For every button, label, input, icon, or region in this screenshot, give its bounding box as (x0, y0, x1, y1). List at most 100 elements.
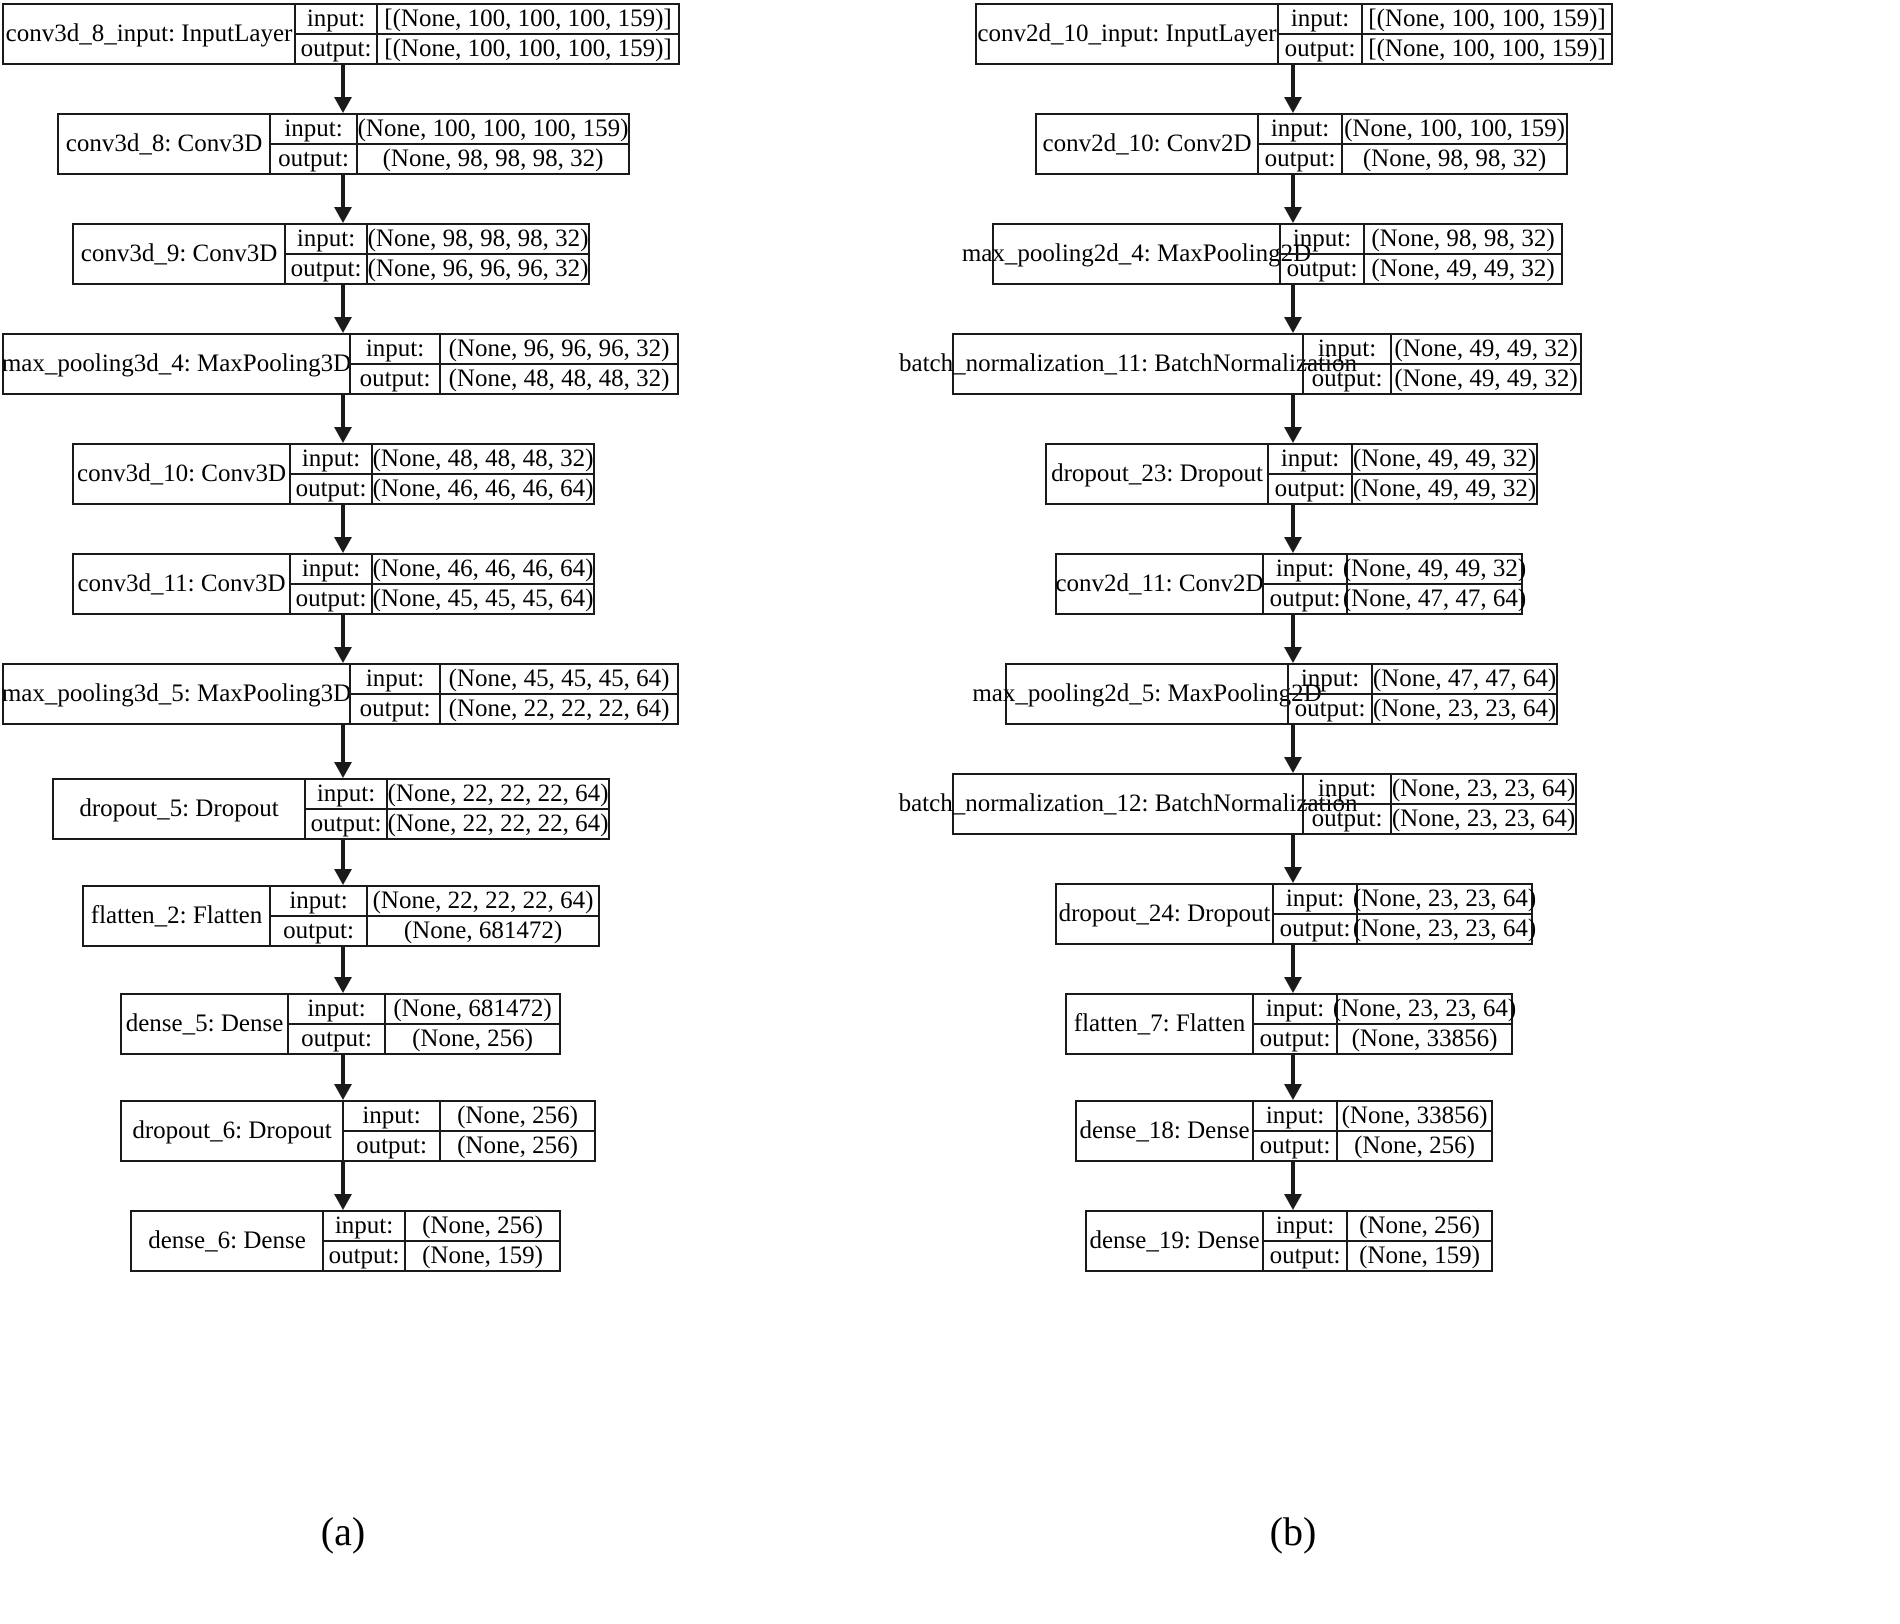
layer-output-row: output:(None, 46, 46, 46, 64) (291, 473, 593, 503)
layer-input-label: input: (1285, 885, 1345, 912)
layer-input-shape: (None, 23, 23, 64) (1390, 775, 1576, 803)
layer-name: dense_6: Dense (148, 1226, 306, 1254)
layer-name: max_pooling3d_5: MaxPooling3D (1, 679, 352, 707)
layer-input-label: input: (334, 1212, 394, 1239)
layer-name: flatten_2: Flatten (90, 901, 263, 929)
layer-output-row: output:(None, 96, 96, 96, 32) (286, 253, 588, 283)
layer-node: conv3d_8: Conv3D input:(None, 100, 100, 1… (57, 113, 630, 175)
layer-name: dropout_24: Dropout (1058, 899, 1271, 927)
layer-output-label: output: (295, 475, 367, 502)
layer-output-label: output: (359, 365, 431, 392)
layer-output-shape: (None, 33856) (1336, 1025, 1511, 1053)
layer-name: flatten_7: Flatten (1073, 1009, 1246, 1037)
layer-input-label: input: (296, 225, 356, 252)
layer-output-label: output: (1286, 255, 1358, 282)
layer-input-shape: (None, 23, 23, 64) (1332, 995, 1517, 1023)
layer-output-label: output: (1311, 365, 1383, 392)
layer-input-row: input:(None, 100, 100, 159) (1259, 115, 1566, 143)
layer-output-row: output:(None, 49, 49, 32) (1281, 253, 1561, 283)
layer-output-shape: (None, 98, 98, 32) (1341, 145, 1566, 173)
layer-input-row: input:[(None, 100, 100, 159)] (1279, 5, 1611, 33)
layer-output-label: output: (356, 1132, 427, 1159)
layer-name: dense_19: Dense (1089, 1226, 1260, 1254)
layer-input-shape: (None, 49, 49, 32) (1390, 335, 1580, 363)
layer-input-label: input: (365, 335, 425, 362)
layer-input-label: input: (1265, 1102, 1325, 1129)
layer-input-row: input:(None, 46, 46, 46, 64) (291, 555, 593, 583)
layer-output-shape: (None, 98, 98, 98, 32) (356, 145, 628, 173)
layer-name: batch_normalization_12: BatchNormalizati… (898, 789, 1358, 817)
layer-output-label: output: (1279, 915, 1351, 942)
layer-output-row: output:(None, 159) (1264, 1240, 1491, 1270)
layer-input-label: input: (1280, 445, 1340, 472)
layer-output-row: output:(None, 33856) (1254, 1023, 1511, 1053)
layer-output-shape: (None, 49, 49, 32) (1351, 475, 1537, 503)
layer-io-table: input:(None, 256)output:(None, 256) (342, 1102, 594, 1160)
layer-input-row: input:(None, 100, 100, 100, 159) (271, 115, 628, 143)
layer-input-row: input:(None, 49, 49, 32) (1264, 555, 1526, 583)
layer-input-label: input: (1300, 665, 1360, 692)
layer-output-label: output: (290, 255, 362, 282)
layer-input-label: input: (1265, 995, 1325, 1022)
layer-output-shape: [(None, 100, 100, 159)] (1361, 35, 1611, 63)
layer-input-label: input: (289, 887, 348, 914)
layer-input-shape: [(None, 100, 100, 100, 159)] (376, 5, 678, 33)
layer-io-table: input:(None, 96, 96, 96, 32)output:(None… (349, 335, 677, 393)
layer-node: batch_normalization_12: BatchNormalizati… (898, 773, 1577, 835)
layer-input-label: input: (1317, 335, 1377, 362)
layer-io-table: input:(None, 33856)output:(None, 256) (1252, 1102, 1491, 1160)
layer-name: dropout_6: Dropout (132, 1116, 332, 1144)
layer-input-shape: (None, 256) (404, 1212, 559, 1240)
layer-input-shape: (None, 45, 45, 45, 64) (439, 665, 677, 693)
layer-input-row: input:(None, 49, 49, 32) (1269, 445, 1536, 473)
layer-input-shape: (None, 256) (439, 1102, 594, 1130)
layer-io-table: input: (None, 49, 49, 32)output:(None, 49… (1302, 335, 1580, 393)
layer-name: max_pooling2d_4: MaxPooling2D (961, 239, 1312, 267)
layer-output-shape: (None, 49, 49, 32) (1363, 255, 1561, 283)
layer-output-shape: (None, 159) (404, 1242, 559, 1270)
layer-output-shape: (None, 22, 22, 22, 64) (386, 810, 609, 838)
layer-name: conv3d_11: Conv3D (77, 569, 286, 597)
layer-input-row: input:(None, 98, 98, 32) (1281, 225, 1561, 253)
layer-output-row: output:(None, 159) (324, 1240, 559, 1270)
layer-output-label: output: (310, 810, 382, 837)
layer-output-shape: (None, 23, 23, 64) (1352, 915, 1537, 943)
layer-output-label: output: (1284, 35, 1356, 62)
layer-output-row: output:(None, 49, 49, 32) (1269, 473, 1536, 503)
layer-input-row: input:(None, 681472) (289, 995, 559, 1023)
layer-output-label: output: (278, 145, 349, 172)
layer-io-table: input:(None, 681472)output:(None, 256) (287, 995, 559, 1053)
layer-output-row: output:(None, 48, 48, 48, 32) (351, 363, 677, 393)
layer-output-shape: (None, 23, 23, 64) (1371, 695, 1557, 723)
layer-output-row: output:(None, 49, 49, 32) (1304, 363, 1580, 393)
layer-output-label: output: (1311, 805, 1383, 832)
layer-input-label: input: (1270, 115, 1330, 142)
layer-node: batch_normalization_11: BatchNormalizati… (899, 333, 1582, 395)
layer-input-row: input:(None, 47, 47, 64) (1289, 665, 1556, 693)
layer-input-shape: (None, 98, 98, 98, 32) (366, 225, 589, 253)
layer-output-shape: (None, 22, 22, 22, 64) (439, 695, 677, 723)
layer-output-shape: (None, 256) (384, 1025, 559, 1053)
layer-output-row: output:(None, 681472) (271, 915, 598, 945)
layer-input-row: input:(None, 256) (1264, 1212, 1491, 1240)
layer-input-shape: (None, 100, 100, 100, 159) (356, 115, 629, 143)
layer-output-shape: (None, 47, 47, 64) (1342, 585, 1527, 613)
layer-input-row: input: (None, 98, 98, 98, 32) (286, 225, 588, 253)
layer-output-label: output: (1274, 475, 1346, 502)
layer-output-shape: (None, 256) (1336, 1132, 1491, 1160)
layer-name: conv2d_10: Conv2D (1042, 129, 1252, 157)
layer-output-shape: (None, 96, 96, 96, 32) (366, 255, 589, 283)
layer-name: conv2d_10_input: InputLayer (977, 19, 1277, 47)
layer-output-label: output: (1294, 695, 1366, 722)
layer-name: conv3d_8: Conv3D (65, 129, 263, 157)
layer-output-label: output: (1264, 145, 1336, 172)
